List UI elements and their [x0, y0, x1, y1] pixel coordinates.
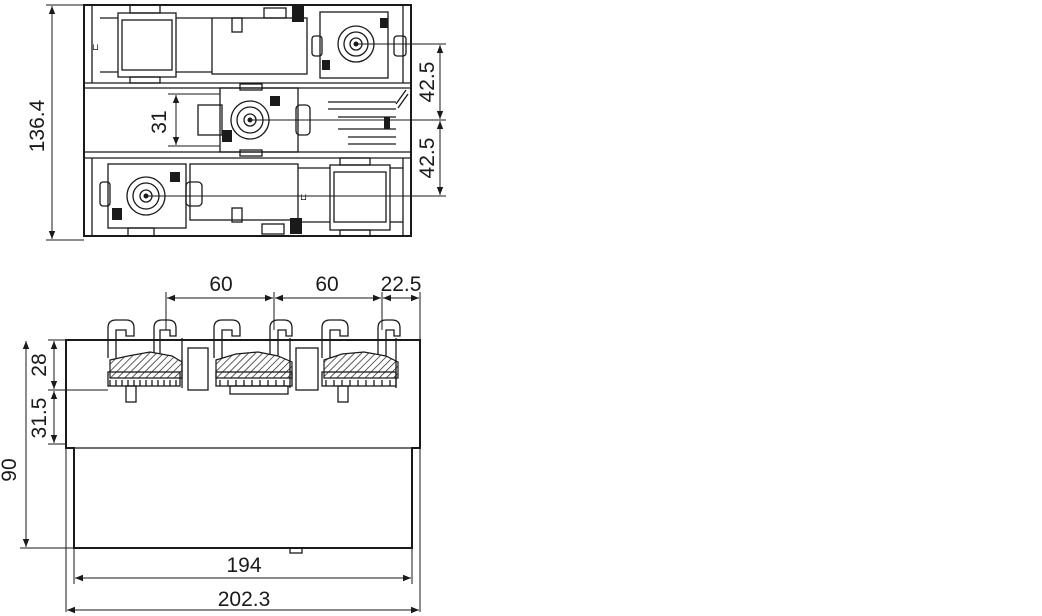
dim-label-pitch-left: 60 — [209, 273, 232, 296]
lower-right-cell — [298, 157, 403, 237]
dim-widths: 194 202.3 — [65, 448, 421, 614]
lower-middle-section: ⊔ — [189, 163, 307, 235]
dim-center-width-31: 31 — [148, 93, 220, 147]
dim-label-edge-offset: 22.5 — [381, 273, 422, 296]
dim-heights: 28 31.5 90 — [0, 339, 108, 549]
dim-pitch: 60 60 22.5 — [165, 273, 422, 340]
dim-label-offset-lower: 42.5 — [416, 138, 439, 179]
dim-label-offset-upper: 42.5 — [416, 62, 439, 103]
svg-text:⊔: ⊔ — [92, 42, 99, 52]
dim-label-center-width: 31 — [148, 110, 171, 133]
lower-terminal-top — [99, 163, 203, 237]
dim-label-terminal-height: 28 — [28, 353, 51, 376]
middle-fins — [328, 89, 409, 145]
svg-text:⊔: ⊔ — [300, 192, 307, 202]
dim-label-total-height: 90 — [0, 458, 21, 481]
dim-label-step-height: 31.5 — [28, 398, 51, 439]
dim-label-total-width: 202.3 — [218, 588, 271, 611]
upper-left-cell: ⊔ — [92, 4, 212, 84]
dim-label-height: 136.4 — [26, 99, 49, 152]
top-view: ⊔ — [26, 4, 446, 241]
side-terminal-3 — [321, 319, 401, 403]
side-terminal-1 — [107, 319, 183, 403]
dim-label-base-width: 194 — [226, 554, 261, 577]
side-terminal-2 — [213, 319, 293, 395]
upper-terminal-top — [311, 11, 407, 79]
dim-offsets-42-5: 42.5 42.5 — [146, 43, 446, 197]
side-view: 60 60 22.5 28 31.5 90 194 202.3 — [0, 273, 422, 614]
dim-height-136-4: 136.4 — [26, 4, 84, 241]
dim-label-pitch-right: 60 — [315, 273, 338, 296]
upper-middle-section — [211, 6, 308, 75]
